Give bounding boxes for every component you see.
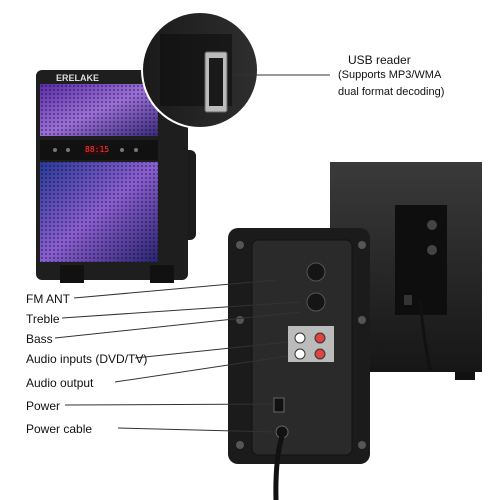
label-power-cable: Power cable bbox=[26, 422, 93, 436]
usb-callout-desc-2: dual format decoding) bbox=[338, 86, 445, 98]
label-audio-inputs: Audio inputs (DVD/TV) bbox=[26, 352, 148, 366]
usb-zoom bbox=[141, 11, 259, 129]
label-power: Power bbox=[26, 399, 61, 413]
display-readout: 88:15 bbox=[85, 145, 110, 154]
brand-logo: ERELAKE bbox=[56, 73, 100, 83]
label-treble: Treble bbox=[26, 312, 60, 326]
rear-panel bbox=[228, 228, 370, 500]
label-bass: Bass bbox=[26, 332, 53, 346]
label-fm-ant: FM ANT bbox=[26, 292, 70, 306]
front-speaker bbox=[36, 70, 196, 283]
usb-callout-desc-1: (Supports MP3/WMA bbox=[338, 69, 442, 81]
usb-callout-title: USB reader bbox=[348, 53, 411, 67]
label-audio-output: Audio output bbox=[26, 376, 94, 390]
leader-lines bbox=[54, 74, 330, 433]
